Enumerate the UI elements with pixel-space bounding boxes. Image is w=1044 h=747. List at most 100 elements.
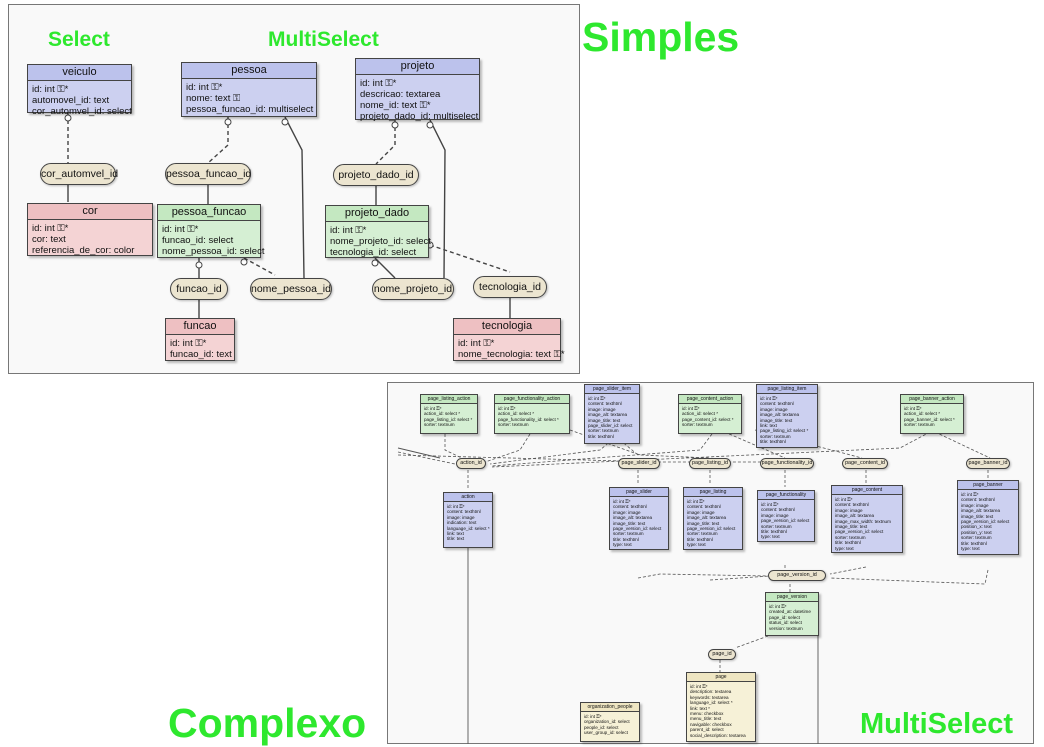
- entity-title: page_slider_item: [585, 385, 639, 394]
- complexo-title: Complexo: [168, 700, 367, 746]
- pill-nome-projeto-id[interactable]: nome_projeto_id: [372, 278, 454, 300]
- pill-page-content-id[interactable]: page_content_id: [842, 458, 888, 469]
- field: id: int ⚿*: [330, 225, 367, 236]
- field: page_listing_id: select *: [424, 416, 473, 422]
- pill-page-slider-id[interactable]: page_slider_id: [618, 458, 660, 469]
- field: title: texthtml: [760, 439, 786, 445]
- multiselect-label: MultiSelect: [268, 28, 379, 51]
- entity-page-slider-item[interactable]: page_slider_item id: int ⚿* content: tex…: [584, 384, 640, 444]
- entity-title: page_listing_item: [757, 385, 817, 394]
- pill-tecnologia-id[interactable]: tecnologia_id: [473, 276, 547, 298]
- field: id: int ⚿*: [769, 604, 787, 609]
- field: image_title: text: [961, 513, 994, 519]
- entity-title: page_content: [832, 486, 902, 495]
- pill-page-banner-id[interactable]: page_banner_id: [966, 458, 1010, 469]
- entity-page-listing-action[interactable]: page_listing_action id: int ⚿* action_id…: [420, 394, 478, 434]
- field: action_id: select *: [498, 411, 535, 417]
- field: image_alt: textarea: [835, 513, 875, 519]
- entity-page-functionality[interactable]: page_functionality id: int ⚿* content: t…: [757, 490, 815, 542]
- field: id: int ⚿*: [682, 406, 700, 411]
- field: link: text: [447, 531, 464, 537]
- field: referencia_de_cor: color: [32, 245, 135, 256]
- field: image_title: text: [687, 520, 720, 526]
- field: funcao_id: select: [162, 235, 234, 246]
- entity-action[interactable]: action id: int ⚿* content: texthtml imag…: [443, 492, 493, 548]
- entity-projeto[interactable]: projeto id: int ⚿* descricao: textarea n…: [355, 58, 480, 122]
- entity-page-listing-item[interactable]: page_listing_item id: int ⚿* content: te…: [756, 384, 818, 448]
- entity-veiculo[interactable]: veiculo id: int ⚿* automovel_id: text co…: [27, 64, 132, 117]
- pill-page-version-id[interactable]: page_version_id: [768, 570, 826, 581]
- field: page_listing_id: select *: [760, 428, 809, 434]
- pill-cor-automvel-id[interactable]: cor_automvel_id: [40, 163, 118, 185]
- field: language_id: select *: [690, 700, 733, 706]
- entity-funcao[interactable]: funcao id: int ⚿* funcao_id: text: [165, 318, 235, 361]
- entity-tecnologia[interactable]: tecnologia id: int ⚿* nome_tecnologia: t…: [453, 318, 565, 361]
- field: content: texthtml: [687, 504, 721, 510]
- entity-title: page_functionality: [758, 491, 814, 500]
- entity-pessoa-funcao[interactable]: pessoa_funcao id: int ⚿* funcao_id: sele…: [157, 204, 264, 258]
- field: image: image: [760, 406, 788, 412]
- entity-projeto-dado[interactable]: projeto_dado id: int ⚿* nome_projeto_id:…: [325, 205, 431, 258]
- entity-title: page_slider: [610, 488, 668, 497]
- field: page_content_id: select *: [682, 416, 734, 422]
- entity-pessoa[interactable]: pessoa id: int ⚿* nome: text ⚿ pessoa_fu…: [181, 62, 317, 117]
- field: sorter: textnum: [761, 523, 792, 529]
- pill-funcao-id[interactable]: funcao_id: [170, 278, 228, 300]
- field: id: int ⚿*: [32, 84, 69, 95]
- entity-cor[interactable]: cor id: int ⚿* cor: text referencia_de_c…: [27, 203, 153, 256]
- field: image: image: [613, 509, 641, 515]
- field: page_version_id: select: [761, 518, 810, 524]
- entity-title: veiculo: [28, 65, 131, 81]
- pill-projeto-dado-id[interactable]: projeto_dado_id: [333, 164, 419, 186]
- field: image_title: text: [588, 417, 621, 423]
- field: id: int ⚿*: [835, 497, 853, 502]
- pill-page-functionality-id[interactable]: page_functionality_id: [760, 458, 814, 469]
- field: tecnologia_id: select: [330, 247, 417, 258]
- entity-title: page_banner_action: [901, 395, 963, 404]
- entity-title: tecnologia: [454, 319, 560, 335]
- field: id: int ⚿*: [613, 499, 631, 504]
- field: image_max_width: textnum: [835, 518, 891, 524]
- field: id: int ⚿*: [424, 406, 442, 411]
- entity-page-version[interactable]: page_version id: int ⚿* created_at: date…: [765, 592, 819, 636]
- entity-organization-people[interactable]: organization_people id: int ⚿* organizat…: [580, 702, 640, 742]
- entity-page-content-action[interactable]: page_content_action id: int ⚿* action_id…: [678, 394, 742, 434]
- pill-page-id[interactable]: page_id: [708, 649, 736, 660]
- field: action_id: select *: [682, 411, 719, 417]
- field: content: texthtml: [761, 507, 795, 513]
- field: projeto_dado_id: multiselect: [360, 111, 479, 122]
- entity-title: page_listing_action: [421, 395, 477, 404]
- field: id: int ⚿*: [761, 502, 779, 507]
- field: type: text: [961, 546, 980, 552]
- entity-page[interactable]: page id: int ⚿* description: textarea ke…: [686, 672, 756, 742]
- pill-page-listing-id[interactable]: page_listing_id: [689, 458, 731, 469]
- field: action_id: select *: [904, 411, 941, 417]
- entity-title: projeto_dado: [326, 206, 428, 222]
- field: sorter: textnum: [613, 531, 644, 537]
- field: image: image: [761, 512, 789, 518]
- field: nome_tecnologia: text ⚿*: [458, 349, 565, 360]
- field: title: texthtml: [835, 540, 861, 546]
- entity-page-listing[interactable]: page_listing id: int ⚿* content: texthtm…: [683, 487, 743, 550]
- entity-title: page: [687, 673, 755, 682]
- field: type: text: [835, 545, 854, 551]
- entity-page-banner-action[interactable]: page_banner_action id: int ⚿* action_id:…: [900, 394, 964, 434]
- field: title: text: [447, 536, 465, 542]
- pill-pessoa-funcao-id[interactable]: pessoa_funcao_id: [165, 163, 251, 185]
- entity-page-banner[interactable]: page_banner id: int ⚿* content: texthtml…: [957, 480, 1019, 555]
- entity-page-functionality-action[interactable]: page_functionality_action id: int ⚿* act…: [494, 394, 570, 434]
- field: page_version_id: select: [687, 526, 736, 532]
- entity-page-slider[interactable]: page_slider id: int ⚿* content: texthtml…: [609, 487, 669, 550]
- field: title: texthtml: [961, 540, 987, 546]
- entity-page-content[interactable]: page_content id: int ⚿* content: texthtm…: [831, 485, 903, 553]
- field: title: texthtml: [613, 536, 639, 542]
- field: content: texthtml: [961, 497, 995, 503]
- field: page_version_id: select: [613, 526, 662, 532]
- entity-title: page_version: [766, 593, 818, 602]
- field: image: image: [835, 507, 863, 513]
- field: id: int ⚿*: [904, 406, 922, 411]
- entity-title: funcao: [166, 319, 234, 335]
- field: link: text: [760, 423, 777, 429]
- pill-nome-pessoa-id[interactable]: nome_pessoa_id: [250, 278, 332, 300]
- pill-action-id[interactable]: action_id: [456, 458, 486, 469]
